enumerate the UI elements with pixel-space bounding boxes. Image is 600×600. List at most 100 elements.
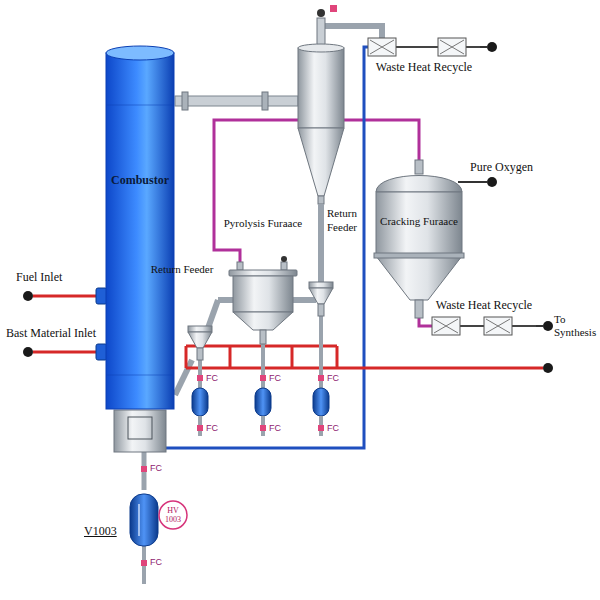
feed-pipe	[303, 297, 307, 303]
exchanger-cross	[370, 40, 394, 54]
hand-valve-tag: HV 1003	[158, 500, 188, 530]
collection-vessel	[313, 388, 329, 416]
flue-gas-line	[160, 47, 368, 448]
base-hatch	[128, 417, 152, 439]
combustor-top	[106, 46, 174, 60]
vessel-shell	[130, 494, 158, 546]
drain-pipe	[261, 344, 265, 390]
feed-line	[229, 346, 232, 368]
instrument-tag: FC	[269, 423, 281, 434]
return-feeder-shape	[146, 276, 218, 360]
return-pipe	[175, 360, 192, 395]
pressure-gauge	[281, 256, 287, 262]
feed-pipe	[223, 297, 233, 303]
bed-material-pipe	[33, 351, 97, 354]
exchanger-line	[466, 46, 480, 48]
label-anchor: FC	[206, 373, 218, 384]
return-feeder: Return Feeder	[146, 262, 218, 360]
equipment-label: Pyrolysis Furaace	[223, 216, 303, 230]
flow-valve	[141, 466, 147, 472]
label-anchor: To Synthesis	[554, 313, 598, 339]
collection-vessel	[192, 388, 208, 416]
cracker-shell	[376, 192, 462, 256]
storage-vessel: V1003	[84, 490, 164, 550]
feed-port	[543, 363, 553, 373]
collection-vessel	[255, 388, 271, 416]
exchanger-cross	[486, 319, 510, 333]
pipe-flange	[182, 92, 188, 110]
return-feeder-shape	[307, 204, 361, 316]
feeder-cone	[188, 332, 212, 348]
flow-valve	[260, 375, 266, 381]
storage-vessel-shape	[84, 490, 164, 550]
cyclone-instrument	[330, 5, 337, 12]
furnace-lid	[229, 270, 297, 276]
exchanger-cross	[440, 40, 464, 54]
inlet-label: Pure Oxygen	[470, 160, 533, 174]
label-anchor: Pure Oxygen	[470, 160, 533, 174]
instrument-tag: FC	[150, 463, 162, 474]
feed-pipe	[208, 300, 218, 328]
instrument-tag: FC	[327, 423, 339, 434]
label-anchor: FC	[269, 423, 281, 434]
heat-exchanger	[438, 38, 466, 56]
heat-exchanger	[484, 317, 512, 335]
cracking-furnace-shape	[372, 160, 466, 318]
flow-valve	[141, 560, 147, 566]
waste-heat-recycle: Waste Heat Recycle	[368, 34, 480, 74]
outlet-port	[487, 42, 497, 52]
cyclone-outlet-pipe	[325, 26, 382, 38]
inlet-flange	[96, 344, 107, 360]
cracker-nozzle	[415, 160, 423, 174]
exchanger-cross	[370, 40, 394, 54]
exchanger-cross	[486, 319, 510, 333]
label-anchor: FC	[150, 463, 162, 474]
oxygen-line	[458, 181, 487, 183]
syngas-line	[536, 325, 543, 327]
exchanger-cross	[440, 40, 464, 54]
pyrolysis-furnace-shape	[223, 230, 303, 344]
cyclone-cone	[298, 128, 344, 196]
equipment-label: Waste Heat Recycle	[432, 298, 536, 312]
label-anchor: Fuel Inlet	[16, 270, 62, 284]
instrument-tag: FC	[327, 373, 339, 384]
inlet-port	[23, 347, 33, 357]
cyclone-valve	[317, 9, 325, 17]
pyrolysis-furnace: Pyrolysis Furaace	[223, 216, 303, 344]
cracker-cone	[376, 256, 462, 300]
synthesis-port	[543, 321, 553, 331]
label-anchor: FC	[150, 557, 162, 568]
inlet-port	[23, 291, 33, 301]
flow-valve	[318, 375, 324, 381]
drain-pipe	[142, 546, 146, 584]
furnace-nozzle	[237, 262, 243, 270]
cracker-dome	[376, 176, 462, 193]
vessel-highlight	[138, 504, 140, 536]
feed-line	[291, 346, 294, 368]
outlet-label: To Synthesis	[554, 313, 598, 339]
drain-pipe	[198, 416, 202, 436]
instrument-tag: FC	[150, 557, 162, 568]
waste-heat-recycle-shape	[368, 34, 480, 60]
feeder-stem	[197, 348, 203, 360]
feed-line	[185, 346, 188, 368]
combustor-shell	[106, 53, 174, 409]
inlet-label: Bast Material Inlet	[6, 326, 96, 340]
shell-seam	[106, 375, 174, 376]
furnace-bottom	[233, 312, 293, 330]
label-anchor: FC	[327, 423, 339, 434]
label-anchor: FC	[206, 423, 218, 434]
outlet-line	[480, 46, 487, 48]
flow-valve	[197, 375, 203, 381]
cyclone-dipleg	[318, 196, 324, 204]
oxygen-port	[487, 177, 497, 187]
exchanger-cross	[434, 319, 458, 333]
feeder-cone	[309, 288, 333, 304]
equipment-label: Waste Heat Recycle	[368, 60, 480, 74]
combustor-column: Combustor	[105, 45, 175, 410]
furnace-nozzle	[281, 262, 287, 270]
cracker-outlet	[415, 300, 423, 318]
valve-tag-ring	[159, 501, 187, 529]
instrument-tag: FC	[269, 373, 281, 384]
